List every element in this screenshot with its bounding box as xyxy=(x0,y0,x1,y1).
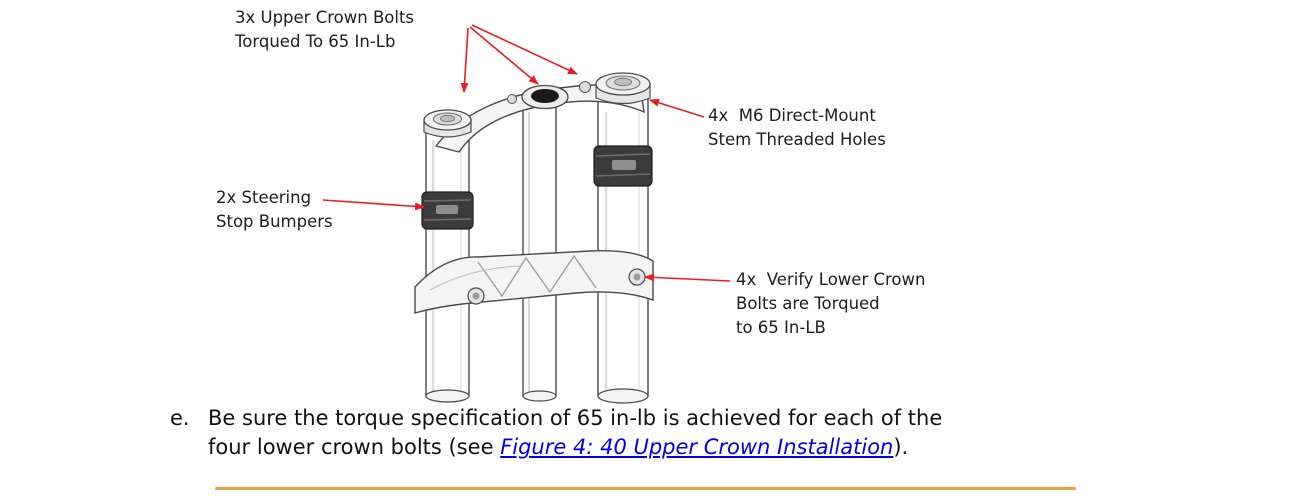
callout-lower-crown-bolts: 4x Verify Lower Crown Bolts are Torqued … xyxy=(736,270,926,337)
list-item-marker: e. xyxy=(170,406,190,430)
note-box-top-border xyxy=(215,487,1076,490)
left-top-cap xyxy=(423,109,472,138)
arrow-upper-crown-bolt-center xyxy=(469,26,539,85)
arrow-upper-crown-bolt-right xyxy=(471,24,578,75)
callout-arrows xyxy=(322,24,731,282)
instruction-text: Be sure the torque specification of 65 i… xyxy=(208,404,942,462)
right-top-cap xyxy=(595,72,651,105)
callout-steering-stop-bumpers: 2x Steering Stop Bumpers xyxy=(216,188,333,231)
lower-crown xyxy=(414,250,654,314)
right-stanchion xyxy=(597,95,649,404)
arrow-lower-crown-bolts xyxy=(644,273,731,282)
callout-upper-crown-bolts: 3x Upper Crown Bolts Torqued To 65 In-Lb xyxy=(235,8,415,51)
instruction-item-e: e. Be sure the torque specification of 6… xyxy=(170,404,942,462)
arrow-steering-stop-bumper xyxy=(322,199,425,211)
arrow-stem-threaded-holes xyxy=(649,98,705,118)
steerer-tube xyxy=(522,99,557,402)
callout-stem-threaded-holes: 4x M6 Direct-Mount Stem Threaded Holes xyxy=(708,106,886,149)
figure-4-link[interactable]: Figure 4: 40 Upper Crown Installation xyxy=(500,435,894,459)
steering-stop-bumper-left xyxy=(421,191,474,230)
left-stanchion xyxy=(425,125,470,403)
instruction-line2-after: ). xyxy=(893,435,909,459)
instruction-line1: Be sure the torque specification of 65 i… xyxy=(208,406,943,430)
arrow-upper-crown-bolt-left xyxy=(460,27,469,93)
instruction-line2-before: four lower crown bolts (see xyxy=(208,435,501,459)
steering-stop-bumper-right xyxy=(593,145,653,187)
